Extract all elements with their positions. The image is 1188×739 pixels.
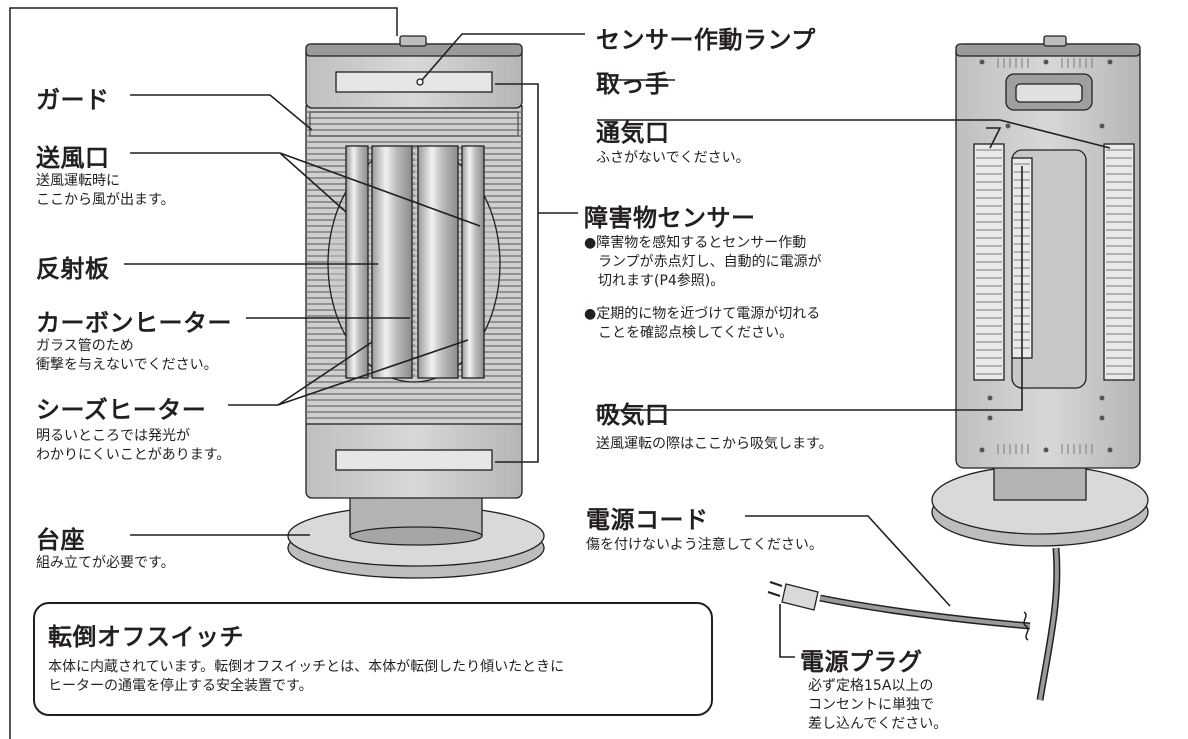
power-cord-illustration [819,594,1031,641]
power-cord-label: 電源コード [586,506,709,534]
tip-switch-body: 本体に内蔵されています。転倒オフスイッチとは、本体が転倒したり傾いたときに ヒー… [48,659,565,694]
plug-illustration [767,581,819,611]
rear-heater-illustration [931,35,1149,701]
power-cord-note: 傷を付けないよう注意してください。 [586,537,823,553]
vent-note: ふさがないでください。 [596,150,750,166]
obstacle-sensor-note-2: ●定期的に物を近づけて電源が切れる ことを確認点検してください。 [584,306,821,341]
intake-label: 吸気口 [596,401,670,429]
outlet-label: 送風口 [36,144,110,172]
tip-switch-box [33,602,713,716]
intake-note: 送風運転の際はここから吸気します。 [596,436,833,452]
sensor-lamp-label: センサー作動ランプ [596,26,816,54]
plug-label: 電源プラグ [800,648,923,676]
guard-label: ガード [36,86,110,114]
leader-lines [124,33,1111,658]
vent-label: 通気口 [596,119,670,147]
reflector-label: 反射板 [36,255,110,283]
outlet-note: 送風運転時に ここから風が出ます。 [36,173,175,208]
base-note: 組み立てが必要です。 [36,555,175,571]
plug-note: 必ず定格15A以上の コンセントに単独で 差し込んでください。 [808,678,948,732]
front-heater-illustration [287,35,545,579]
sheathed-heater-note: 明るいところでは発光が わかりにくいことがあります。 [36,428,231,463]
carbon-heater-note: ガラス管のため 衝撃を与えないでください。 [36,338,218,373]
carbon-heater-label: カーボンヒーター [36,309,232,337]
obstacle-sensor-label: 障害物センサー [584,204,756,232]
sheathed-heater-label: シーズヒーター [36,396,207,424]
tip-switch-title: 転倒オフスイッチ [48,623,244,651]
base-label: 台座 [36,526,85,554]
frame-line [9,7,398,739]
handle-label: 取っ手 [596,70,670,98]
obstacle-sensor-note-1: ●障害物を感知するとセンサー作動 ランプが赤点灯し、自動的に電源が 切れます(P… [584,235,822,289]
